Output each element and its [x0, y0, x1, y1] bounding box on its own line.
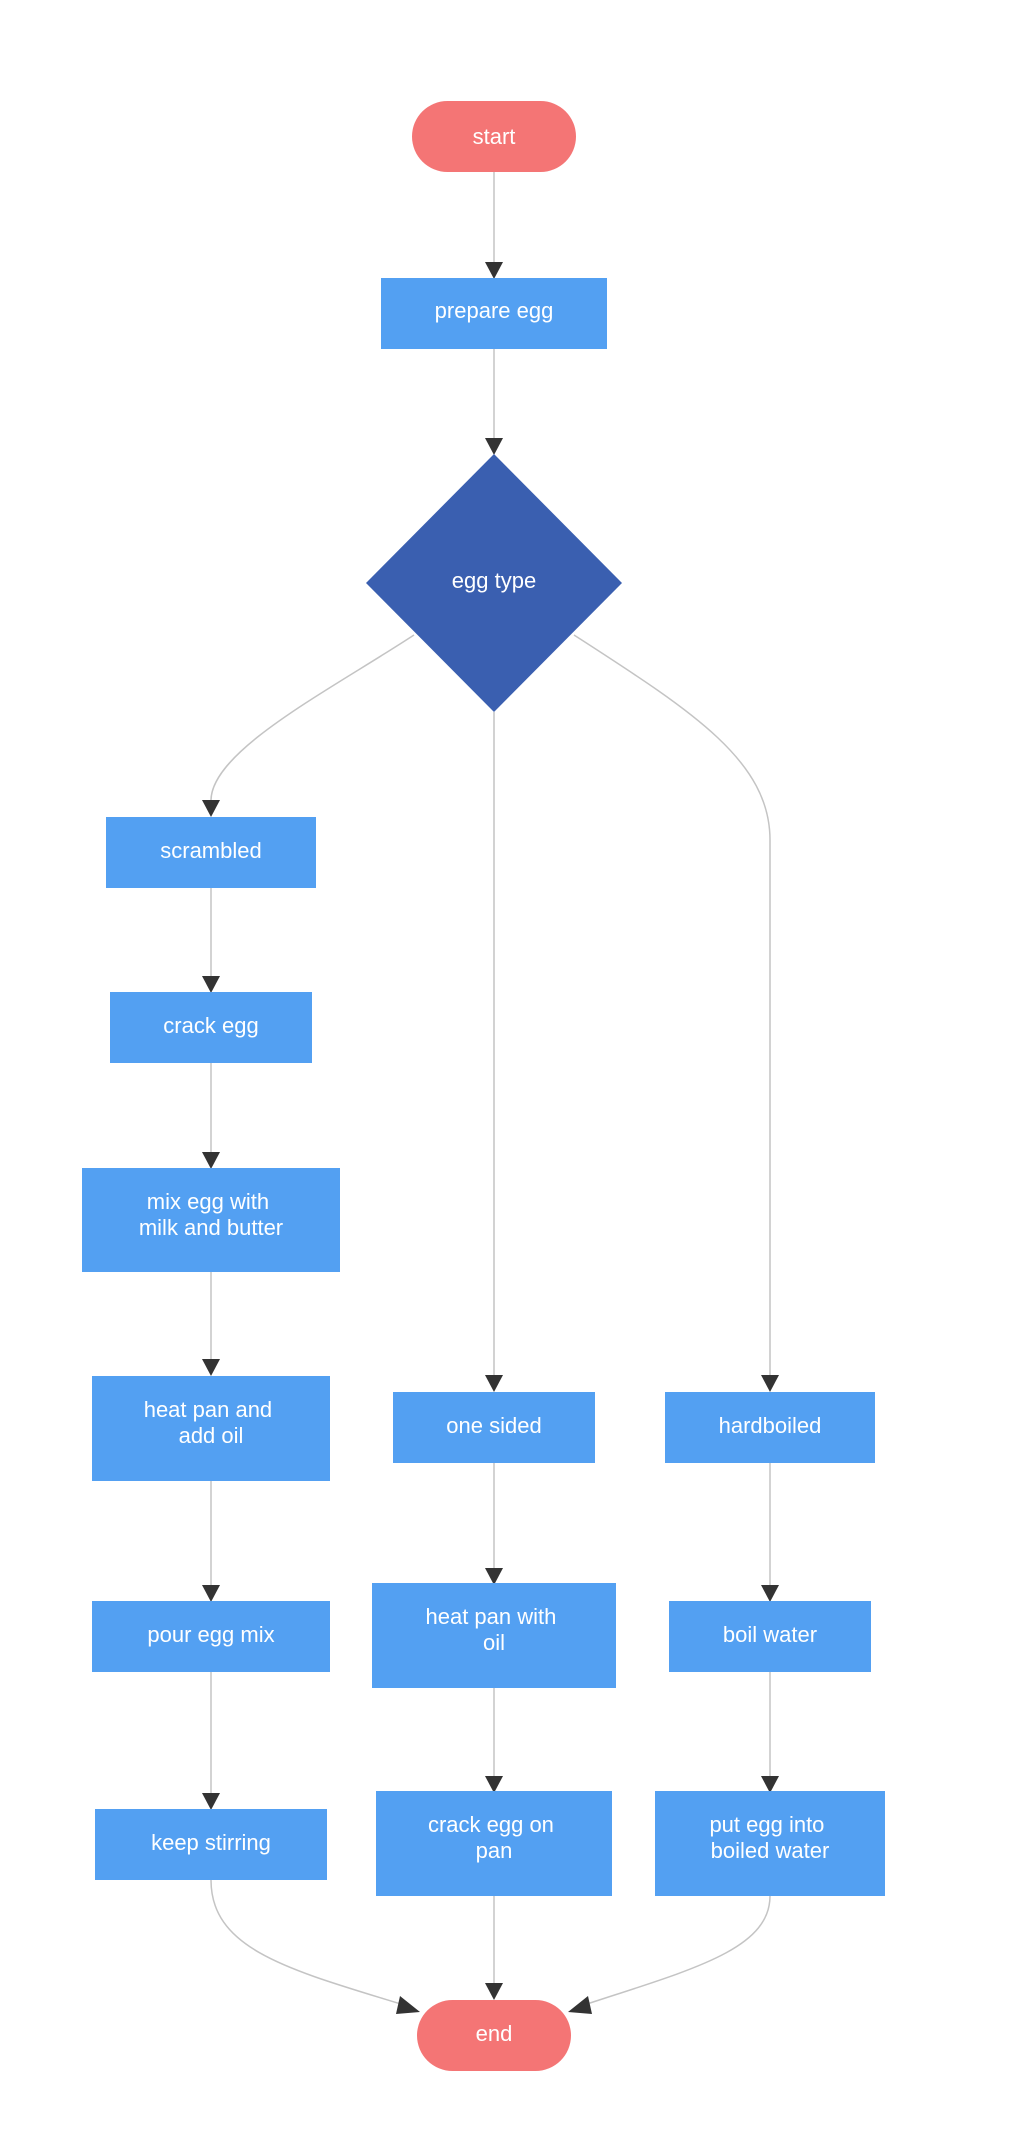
arrowhead-pour-egg-mix — [202, 1585, 220, 1602]
mix-egg-label-line-2: milk and butter — [139, 1215, 283, 1240]
heat-pan-oil-box — [92, 1376, 330, 1481]
pour-egg-mix-label: pour egg mix — [147, 1622, 274, 1647]
crack-egg-on-pan-label-line-1: crack egg on — [428, 1812, 554, 1837]
put-egg-boiled-label-line-1: put egg into — [709, 1812, 824, 1837]
egg-type-diamond — [366, 454, 622, 712]
node-start[interactable]: start — [412, 101, 576, 172]
egg-type-label: egg type — [452, 568, 536, 593]
keep-stirring-label: keep stirring — [151, 1830, 271, 1855]
node-boil-water[interactable]: boil water — [669, 1601, 871, 1672]
arrowhead-boil-water — [761, 1585, 779, 1602]
crack-egg-on-pan-label-line-2: pan — [476, 1838, 513, 1863]
arrowhead-hardboiled — [761, 1375, 779, 1392]
edge-egg-type-scrambled — [210, 634, 415, 801]
node-crack-egg[interactable]: crack egg — [110, 992, 312, 1063]
scrambled-label: scrambled — [160, 838, 261, 863]
node-pour-egg-mix[interactable]: pour egg mix — [92, 1601, 330, 1672]
node-mix-egg[interactable]: mix egg with milk and butter — [82, 1168, 340, 1272]
heat-pan-with-oil-label: heat pan with oil — [426, 1604, 563, 1655]
crack-egg-label: crack egg — [163, 1013, 258, 1038]
keep-stirring-box — [95, 1809, 327, 1880]
one-sided-box — [393, 1392, 595, 1463]
arrowhead-end-left — [396, 1996, 420, 2014]
node-end[interactable]: end — [417, 2000, 571, 2071]
arrowhead-egg-type — [485, 438, 503, 455]
hardboiled-label: hardboiled — [719, 1413, 822, 1438]
boil-water-label: boil water — [723, 1622, 817, 1647]
edge-egg-type-hardboiled — [573, 634, 771, 1375]
boil-water-box — [669, 1601, 871, 1672]
pour-egg-mix-box — [92, 1601, 330, 1672]
put-egg-boiled-box — [655, 1791, 885, 1896]
arrowhead-crack-egg-on-pan — [485, 1776, 503, 1793]
end-terminal-shape — [417, 2000, 571, 2071]
heat-pan-oil-label-line-2: add oil — [179, 1423, 244, 1448]
arrowhead-mix-egg — [202, 1152, 220, 1169]
heat-pan-with-oil-label-line-1: heat pan with — [426, 1604, 557, 1629]
node-heat-pan-oil[interactable]: heat pan and add oil — [92, 1376, 330, 1481]
nodes-layer: start prepare egg egg type scrambled cra… — [82, 101, 885, 2071]
node-hardboiled[interactable]: hardboiled — [665, 1392, 875, 1463]
mix-egg-label-line-1: mix egg with — [147, 1189, 269, 1214]
hardboiled-box — [665, 1392, 875, 1463]
mix-egg-box — [82, 1168, 340, 1272]
arrowhead-put-egg-boiled — [761, 1776, 779, 1793]
heat-pan-with-oil-box — [372, 1583, 616, 1688]
crack-egg-box — [110, 992, 312, 1063]
start-terminal-shape — [412, 101, 576, 172]
heat-pan-oil-label-line-1: heat pan and — [144, 1397, 272, 1422]
start-label: start — [473, 124, 516, 149]
scrambled-box — [106, 817, 316, 888]
node-put-egg-boiled[interactable]: put egg into boiled water — [655, 1791, 885, 1896]
node-crack-egg-on-pan[interactable]: crack egg on pan — [376, 1791, 612, 1896]
arrowhead-scrambled — [202, 800, 220, 817]
node-egg-type[interactable]: egg type — [366, 454, 622, 712]
node-keep-stirring[interactable]: keep stirring — [95, 1809, 327, 1880]
prepare-egg-box — [381, 278, 607, 349]
end-label: end — [476, 2021, 513, 2046]
node-scrambled[interactable]: scrambled — [106, 817, 316, 888]
prepare-egg-label: prepare egg — [435, 298, 554, 323]
edge-put-egg-boiled-end — [583, 1895, 771, 2006]
node-prepare-egg[interactable]: prepare egg — [381, 278, 607, 349]
arrowhead-one-sided — [485, 1375, 503, 1392]
node-heat-pan-with-oil[interactable]: heat pan with oil — [372, 1583, 616, 1688]
mix-egg-label: mix egg with milk and butter — [139, 1189, 283, 1240]
put-egg-boiled-label-line-2: boiled water — [711, 1838, 830, 1863]
crack-egg-on-pan-box — [376, 1791, 612, 1896]
node-one-sided[interactable]: one sided — [393, 1392, 595, 1463]
crack-egg-on-pan-label: crack egg on pan — [428, 1812, 560, 1863]
arrowhead-heat-pan-oil — [202, 1359, 220, 1376]
put-egg-boiled-label: put egg into boiled water — [709, 1812, 830, 1863]
one-sided-label: one sided — [446, 1413, 541, 1438]
arrowhead-end-center — [485, 1983, 503, 2000]
heat-pan-oil-label: heat pan and add oil — [144, 1397, 279, 1448]
edge-keep-stirring-end — [210, 1879, 405, 2006]
arrowhead-crack-egg — [202, 976, 220, 993]
edges-layer — [202, 172, 779, 2014]
arrowhead-keep-stirring — [202, 1793, 220, 1810]
arrowhead-heat-pan-with-oil — [485, 1568, 503, 1585]
arrowhead-end-right — [568, 1996, 592, 2014]
heat-pan-with-oil-label-line-2: oil — [483, 1630, 505, 1655]
arrowhead-prepare-egg — [485, 262, 503, 279]
